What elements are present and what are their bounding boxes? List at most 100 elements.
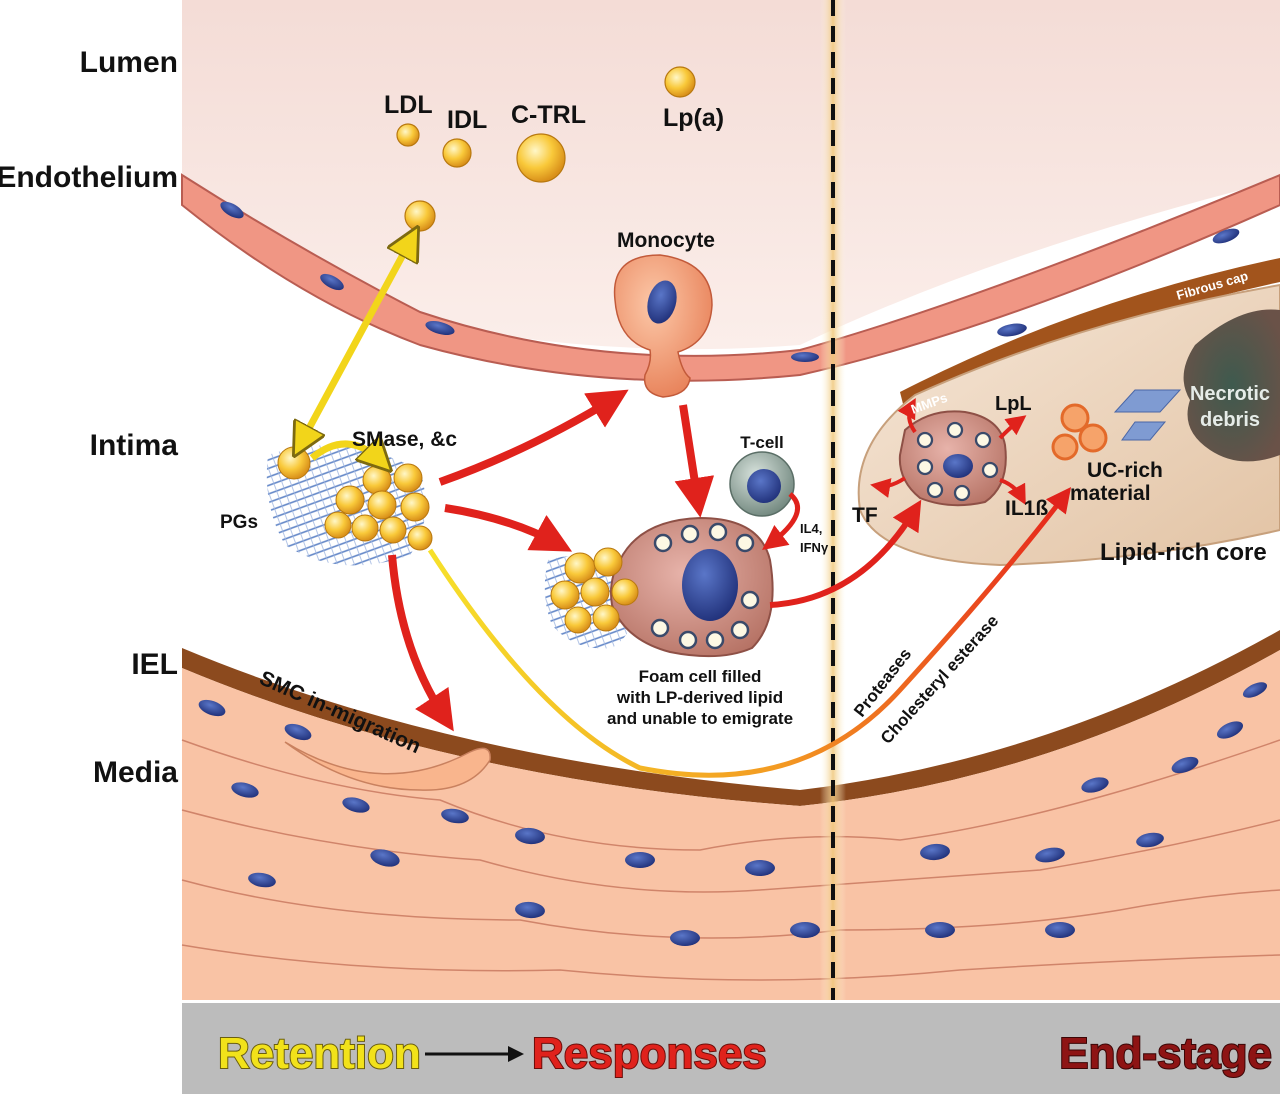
foam-caption-1: Foam cell filled bbox=[639, 667, 762, 686]
smc-nucleus bbox=[1242, 682, 1268, 698]
smc-nucleus bbox=[231, 782, 259, 798]
endothelial-nucleus bbox=[220, 201, 244, 219]
label-lpl: LpL bbox=[995, 393, 1032, 415]
smc-nucleus bbox=[625, 852, 655, 868]
label-iel: IEL bbox=[131, 648, 178, 681]
il1b-arrow bbox=[999, 478, 1026, 506]
cholesterol-crystal bbox=[1113, 389, 1182, 413]
label-lumen: Lumen bbox=[80, 46, 178, 79]
retained-lipid-cluster bbox=[277, 446, 433, 551]
monocyte-recruitment-arrow bbox=[438, 389, 629, 486]
label-uc-material: material bbox=[1070, 482, 1151, 505]
uc-rich-droplets bbox=[1051, 403, 1108, 461]
monocyte-to-foam-arrow bbox=[674, 404, 715, 518]
smc-nucleus bbox=[1216, 721, 1244, 739]
monocyte-nucleus bbox=[647, 280, 677, 324]
foam-formation-arrow bbox=[444, 504, 573, 552]
fibrous-cap bbox=[900, 258, 1280, 412]
label-lipid-core: Lipid-rich core bbox=[1100, 539, 1267, 566]
smc-nucleus bbox=[248, 872, 276, 888]
smc-nucleus bbox=[1081, 777, 1109, 793]
foam-caption-2: with LP-derived lipid bbox=[616, 688, 783, 707]
smc-nucleus bbox=[1136, 832, 1164, 848]
label-monocyte: Monocyte bbox=[617, 229, 715, 252]
smc-nucleus bbox=[920, 843, 950, 861]
lpa-particle bbox=[664, 66, 696, 98]
label-uc-rich: UC-rich bbox=[1087, 459, 1163, 482]
smc-nucleus bbox=[1045, 922, 1075, 938]
t-cell bbox=[729, 451, 795, 517]
smase-arrow bbox=[309, 444, 382, 462]
cholesterol-crystal bbox=[1121, 421, 1167, 441]
mmps-arrow bbox=[897, 397, 917, 434]
footer-responses: Responses bbox=[532, 1029, 767, 1078]
migrating-smc bbox=[284, 741, 491, 791]
label-endothelium: Endothelium bbox=[0, 161, 178, 194]
end-stage-macrophage bbox=[898, 410, 1007, 507]
smc-nucleus bbox=[670, 930, 700, 946]
transcytosis-arrow bbox=[300, 238, 412, 445]
label-il4: IL4, bbox=[800, 521, 822, 536]
foam-caption-3: and unable to emigrate bbox=[607, 709, 793, 728]
smc-nucleus bbox=[1171, 756, 1199, 774]
internal-elastic-lamina bbox=[182, 630, 1280, 806]
t-cell-nucleus bbox=[747, 469, 781, 503]
lipoproteins bbox=[396, 66, 696, 232]
necrotic-label-1: Necrotic bbox=[1190, 383, 1270, 405]
label-ldl: LDL bbox=[384, 91, 433, 119]
foam-cell-nucleus bbox=[682, 549, 738, 621]
smc-nucleus bbox=[515, 827, 545, 845]
endothelial-nucleus bbox=[1212, 228, 1240, 244]
lumen-region bbox=[182, 0, 1280, 350]
smc-nucleus bbox=[790, 922, 820, 938]
lipid-droplets bbox=[650, 522, 760, 650]
endothelium-layer bbox=[181, 173, 1280, 382]
monocyte-cell bbox=[613, 254, 713, 398]
smc-nucleus bbox=[441, 808, 469, 824]
endothelial-nucleus bbox=[425, 321, 455, 335]
ldl-particle bbox=[396, 123, 420, 147]
tf-arrow bbox=[870, 476, 907, 498]
cytokine-arrow bbox=[762, 492, 801, 551]
ctrl-particle bbox=[516, 133, 566, 183]
smc-nucleus bbox=[925, 922, 955, 938]
arrows bbox=[300, 238, 1072, 778]
footer-retention: Retention bbox=[218, 1029, 421, 1078]
idl-particle bbox=[442, 138, 472, 168]
label-tf: TF bbox=[852, 504, 878, 527]
macrophage-nucleus bbox=[943, 454, 973, 478]
smc-nucleus bbox=[342, 797, 370, 813]
endothelial-nucleus bbox=[997, 323, 1027, 337]
smc-nucleus bbox=[745, 860, 775, 876]
label-media: Media bbox=[93, 756, 178, 789]
endothelial-nucleus bbox=[791, 352, 819, 362]
foam-cell bbox=[550, 516, 774, 658]
smc-migration-arrow bbox=[388, 554, 454, 732]
smc-nucleus bbox=[198, 699, 226, 717]
media-layer bbox=[182, 650, 1280, 1000]
smc-nucleus bbox=[370, 849, 400, 867]
label-smase: SMase, &c bbox=[352, 428, 457, 451]
foam-cell-lipid-cluster bbox=[550, 547, 639, 634]
transcytosing-particle bbox=[404, 200, 436, 232]
smc-nuclei bbox=[198, 682, 1268, 946]
label-idl: IDL bbox=[447, 106, 487, 134]
smc-nucleus bbox=[515, 901, 545, 919]
lpl-arrow bbox=[998, 415, 1027, 440]
smc-nucleus bbox=[1035, 847, 1065, 863]
footer-arrow bbox=[425, 1046, 524, 1062]
smc-nucleus bbox=[284, 723, 312, 741]
footer-band bbox=[182, 1003, 1280, 1094]
necrotic-label-2: debris bbox=[1200, 409, 1260, 431]
label-il1b: IL1ß bbox=[1005, 497, 1048, 520]
label-intima: Intima bbox=[90, 429, 179, 462]
label-ifng: IFNγ bbox=[800, 540, 829, 555]
footer-endstage: End-stage bbox=[1059, 1029, 1272, 1078]
label-tcell: T-cell bbox=[740, 433, 783, 452]
foam-to-core-arrow bbox=[769, 499, 922, 608]
necrotic-debris-region bbox=[1183, 309, 1280, 462]
label-ctrl: C-TRL bbox=[511, 101, 586, 129]
label-lpa: Lp(a) bbox=[663, 104, 724, 132]
